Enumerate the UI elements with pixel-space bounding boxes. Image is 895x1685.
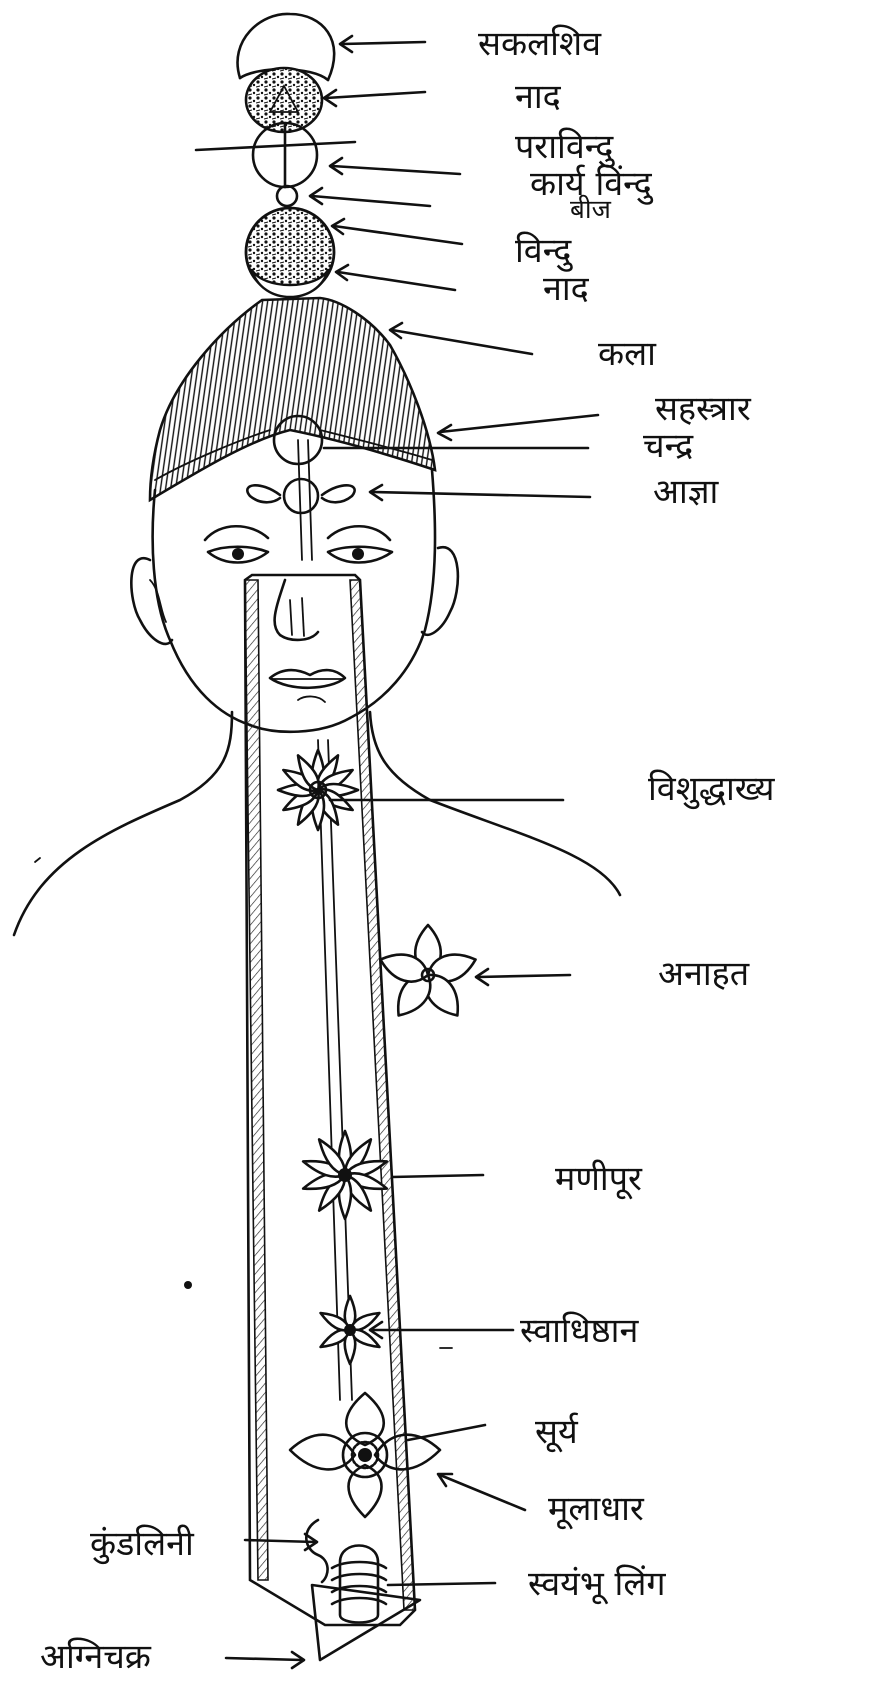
anahata-lotus: [377, 925, 480, 1023]
label-agnichakra: अग्निचक्र: [40, 1637, 152, 1677]
vishuddha-lotus: [278, 750, 358, 830]
paravindu-circle: [196, 123, 355, 187]
kundalini-serpent: [306, 1520, 327, 1582]
label-svadhishthana: स्वाधिष्ठान: [520, 1311, 639, 1351]
label-manipura: मणीपूर: [555, 1159, 643, 1200]
label-vishuddhakhya: विशुद्धाख्य: [648, 769, 776, 810]
ink-speck: [184, 1281, 192, 1289]
label-svayambhu-linga: स्वयंभू लिंग: [528, 1564, 666, 1605]
label-ajna: आज्ञा: [653, 472, 720, 512]
manipura-lotus: [301, 1131, 388, 1219]
label-paravindu: पराविन्दु: [515, 127, 615, 168]
beej-small-circle: [277, 186, 297, 206]
central-channel: [298, 440, 352, 1400]
label-chandra: चन्द्र: [643, 426, 694, 466]
label-sahasrara: सहस्त्रार: [655, 389, 752, 429]
svayambhu-linga: [332, 1546, 386, 1623]
label-sakalashiva: सकलशिव: [478, 24, 602, 64]
label-kundalini: कुंडलिनी: [90, 1524, 195, 1565]
label-naad: नाद: [543, 269, 590, 309]
vindu-orb: [246, 208, 334, 297]
label-naad-top: नाद: [515, 77, 562, 117]
labels: सकलशिव नाद पराविन्दु कार्य विंन्दु बीज व…: [40, 24, 776, 1677]
label-muladhara: मूलाधार: [548, 1489, 645, 1530]
label-kala: कला: [598, 334, 657, 374]
muladhara-surya-lotus: [290, 1393, 440, 1517]
label-surya: सूर्य: [535, 1412, 579, 1453]
label-beej: बीज: [570, 194, 612, 225]
label-anahata: अनाहत: [658, 954, 750, 994]
label-vindu: विन्दु: [515, 231, 573, 272]
head-outline: [131, 470, 458, 732]
